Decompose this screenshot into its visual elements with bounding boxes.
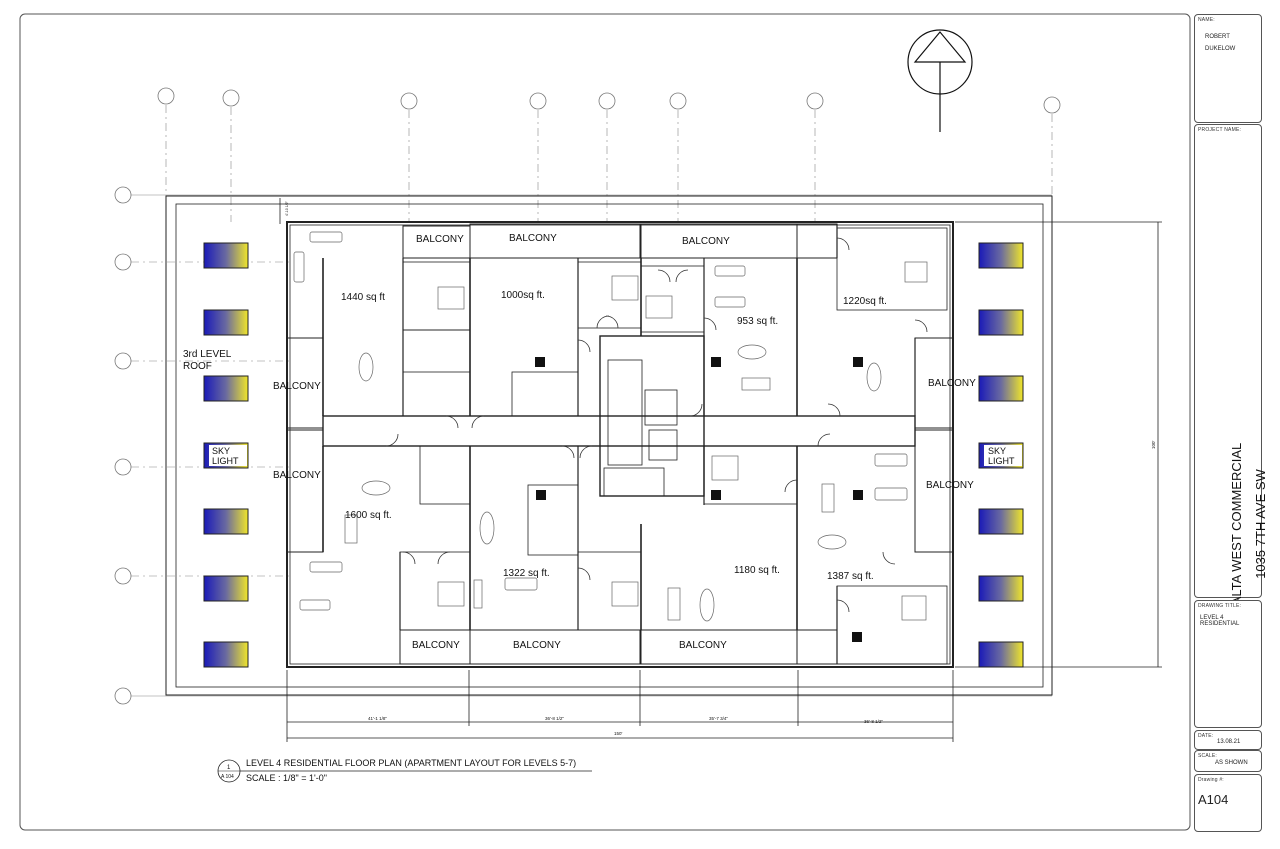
skylight-label: SKY [988,446,1006,456]
balcony-label: BALCONY [273,381,321,392]
skylight [203,575,249,602]
roof-label: ROOF [183,361,212,372]
unit-area: 1322 sq ft. [503,568,550,579]
balcony-label: BALCONY [509,233,557,244]
skylight-label: SKY [212,446,230,456]
drawing-title: LEVEL 4 RESIDENTIAL [1200,615,1240,627]
dimension-text: 36'-8 1/2" [864,719,883,724]
skylight [978,242,1024,269]
drawing-title-label: DRAWING TITLE: [1198,603,1242,609]
scale-label: SCALE: [1198,753,1217,759]
unit-area: 1000sq ft. [501,290,545,301]
drawing-number: A104 [1198,792,1229,807]
skylight [978,309,1024,336]
skylight-label: LIGHT [212,456,239,466]
skylight [978,575,1024,602]
building-walls [286,221,954,668]
structural-columns [535,357,863,642]
unit-area: 1180 sq ft. [734,565,780,576]
balcony-label: BALCONY [928,378,976,389]
title-block-date: DATE: 13.08.21 [1194,730,1262,750]
balcony-label: BALCONY [679,640,727,651]
dimension-text: 150' [614,731,623,736]
drawing-date: 13.08.21 [1217,739,1241,745]
skylight [203,375,249,402]
skylight [978,375,1024,402]
skylight [203,309,249,336]
view-sheet-ref: A 104 [221,774,234,780]
view-title: LEVEL 4 RESIDENTIAL FLOOR PLAN (APARTMEN… [246,758,576,768]
title-block-drawing-number: Drawing #: A104 [1194,774,1262,832]
view-caption: 1 A 104 LEVEL 4 RESIDENTIAL FLOOR PLAN (… [217,758,592,783]
drawing-number-label: Drawing #: [1198,777,1224,783]
balcony-label: BALCONY [412,640,460,651]
designer-name: DUKELOW [1205,46,1236,52]
balcony-label: BALCONY [416,234,464,245]
dimension-text: 4'-10 1/2" [285,200,289,216]
dimension-text: 100' [1151,440,1156,449]
dimension-lines [279,198,1162,742]
balcony-label: BALCONY [513,640,561,651]
title-block-drawing-title: DRAWING TITLE: LEVEL 4 RESIDENTIAL [1194,600,1262,728]
name-label: NAME: [1198,17,1215,23]
designer-name: ROBERT [1205,34,1230,40]
title-block-scale: SCALE: AS SHOWN [1194,750,1262,772]
skylight [203,508,249,535]
roof-outline [165,195,1053,696]
roof-label: 3rd LEVEL [183,349,232,360]
dimension-text: 35'-7 3/4" [709,716,728,721]
unit-area: 1440 sq ft [341,292,385,303]
skylight [978,641,1024,668]
plan-labels: 3rd LEVEL ROOF SKY LIGHT SKY LIGHT BALCO… [183,200,1156,736]
unit-area: 1600 sq ft. [345,510,392,521]
grid-bubbles [114,87,1061,705]
balcony-label: BALCONY [273,470,321,481]
balcony-label: BALCONY [926,480,974,491]
skylight [203,641,249,668]
drawing-scale: AS SHOWN [1215,760,1248,766]
furniture [293,231,928,622]
view-scale: SCALE : 1/8" = 1'-0" [246,773,327,783]
unit-area: 1387 sq ft. [827,571,874,582]
sheet-border [19,13,1191,831]
date-label: DATE: [1198,733,1214,739]
title-block-name: NAME: ROBERT DUKELOW [1194,14,1262,123]
north-arrow-icon [907,29,973,132]
view-number: 1 [227,765,231,771]
parapet-outline [175,203,1044,688]
skylight [978,508,1024,535]
project-label: PROJECT NAME: [1198,127,1242,133]
balcony-label: BALCONY [682,236,730,247]
dimension-text: 36'-8 1/2" [545,716,564,721]
dimension-text: 41'-1 1/8" [368,716,387,721]
skylight-label: LIGHT [988,456,1015,466]
door-swings [385,237,928,613]
skylight [203,242,249,269]
unit-area: 953 sq ft. [737,316,778,327]
unit-area: 1220sq ft. [843,296,887,307]
title-block-project: PROJECT NAME: ALTA WEST COMMERCIAL 1035 … [1194,124,1268,605]
